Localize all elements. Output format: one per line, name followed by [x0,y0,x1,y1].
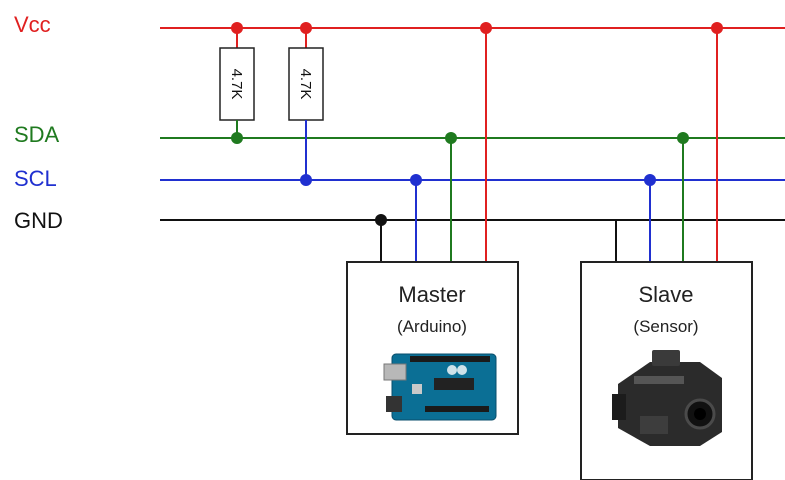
junction-dot [375,214,387,226]
sensor-image [612,350,722,446]
junction-dot [480,22,492,34]
slave-device: Slave (Sensor) [580,261,753,480]
gnd-label: GND [14,208,63,233]
junction-dot [231,132,243,144]
master-subtitle: (Arduino) [397,317,467,336]
master-title: Master [398,282,465,307]
junction-dot [445,132,457,144]
scl-label: SCL [14,166,57,191]
pullup-resistor-scl-label: 4.7K [297,69,314,100]
sda-label: SDA [14,122,60,147]
junction-dot [300,22,312,34]
junction-dot [300,174,312,186]
pullup-resistor-sda-label: 4.7K [228,69,245,100]
junction-dot [711,22,723,34]
vcc-label: Vcc [14,12,51,37]
junction-dot [644,174,656,186]
slave-subtitle: (Sensor) [633,317,698,336]
pullup-resistor-scl [288,47,324,121]
slave-title: Slave [638,282,693,307]
arduino-board-image [383,353,497,421]
master-device: Master (Arduino) [346,261,519,435]
junction-dot [677,132,689,144]
junction-dot [410,174,422,186]
pullup-resistor-sda [219,47,255,121]
junction-dot [231,22,243,34]
